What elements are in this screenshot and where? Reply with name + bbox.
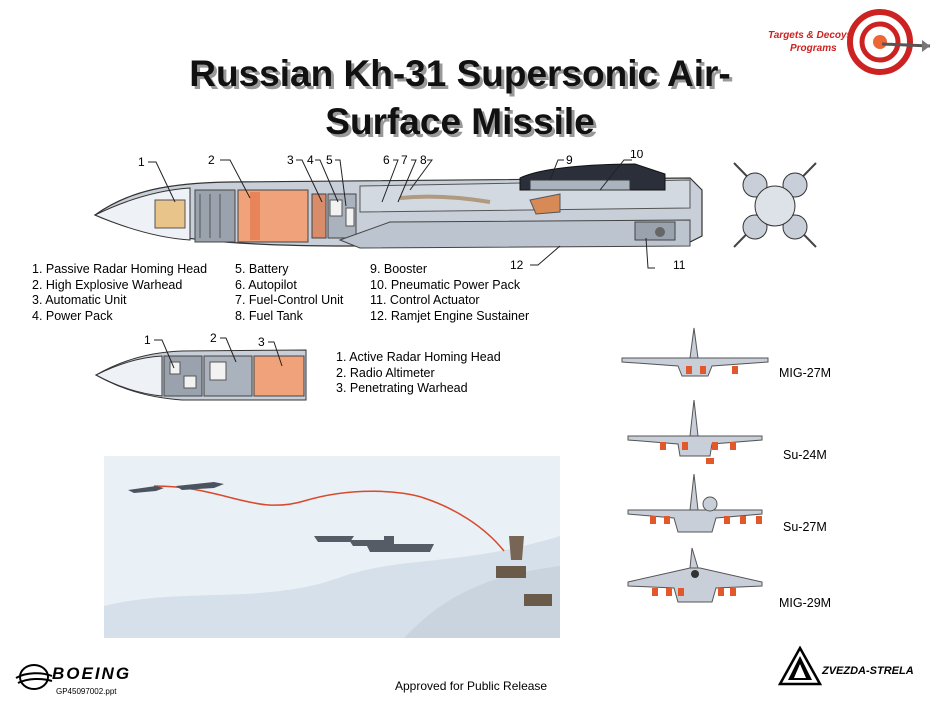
nose-callout-2: 2 — [210, 331, 217, 345]
su-24m-silhouette — [627, 399, 763, 464]
callout-11: 11 — [673, 258, 686, 270]
label-su-27m: Su-27M — [783, 520, 827, 534]
label-mig-29m: MIG-29M — [779, 596, 832, 610]
nose-section-diagram: 1 2 3 — [94, 331, 307, 401]
callout-5: 5 — [326, 153, 333, 167]
aircraft-silhouettes — [621, 327, 769, 603]
callout-8: 8 — [420, 153, 427, 167]
zvezda-wordmark: ZVEZDA-STRELA — [822, 665, 914, 677]
targets-decoys-logo: Targets & Decoys Programs — [768, 9, 931, 75]
page-title: Russian Kh-31 Supersonic Air- Surface Mi… — [150, 50, 770, 146]
logo-text-line1: Targets & Decoys — [768, 30, 853, 41]
nose-legend: 1. Active Radar Homing Head 2. Radio Alt… — [336, 350, 501, 397]
callout-2: 2 — [208, 153, 215, 167]
legend-item: 1. Passive Radar Homing Head — [32, 262, 208, 276]
missile-trajectory — [153, 485, 505, 552]
callout-7: 7 — [401, 153, 408, 167]
legend-item: 1. Active Radar Homing Head — [336, 350, 501, 364]
ground-radar-launchers — [496, 536, 552, 606]
label-mig-27m: MIG-27M — [779, 366, 832, 380]
label-su-24m: Su-24M — [783, 448, 827, 462]
attack-aircraft — [128, 482, 224, 493]
legend-item: 12. Ramjet Engine Sustainer — [370, 308, 530, 323]
seeker-electronics — [194, 189, 236, 243]
legend-item: 3. Automatic Unit — [32, 293, 127, 308]
ramjet-sustainer — [338, 219, 691, 249]
legend-item: 5. Battery — [235, 262, 289, 276]
legend-item: 9. Booster — [370, 262, 427, 276]
main-legend-col-3: 9. Booster 10. Pneumatic Power Pack 11. … — [370, 262, 529, 324]
missile-rear-view — [733, 162, 817, 248]
callout-12: 12 — [510, 258, 524, 270]
mig-27m-silhouette — [621, 327, 769, 377]
zvezda-logo-icon — [778, 646, 822, 686]
title-line-2: Surface Missile — [325, 101, 595, 142]
legend-item: 11. Control Actuator — [370, 293, 480, 308]
legend-item: 10. Pneumatic Power Pack — [370, 277, 521, 292]
callout-9: 9 — [566, 153, 573, 167]
callout-1: 1 — [138, 155, 145, 169]
boeing-wordmark: BOEING — [52, 664, 132, 683]
callout-4: 4 — [307, 153, 314, 167]
release-statement: Approved for Public Release — [395, 679, 548, 693]
main-legend-col-1: 1. Passive Radar Homing Head 2. High Exp… — [32, 262, 207, 324]
legend-item: 3. Penetrating Warhead — [336, 381, 468, 396]
legend-item: 6. Autopilot — [235, 277, 297, 292]
logo-text-line2: Programs — [790, 43, 837, 54]
main-legend-col-2: 5. Battery 6. Autopilot 7. Fuel-Control … — [235, 262, 343, 324]
warhead — [237, 189, 309, 243]
legend-item: 2. Radio Altimeter — [336, 365, 435, 380]
kh31-cutaway-diagram: 1 2 3 4 5 6 7 8 9 10 11 12 — [93, 150, 703, 270]
su-27m-silhouette — [627, 473, 763, 533]
nose-callout-1: 1 — [144, 333, 151, 347]
engagement-scene — [104, 456, 560, 638]
callout-10: 10 — [630, 150, 644, 161]
callout-6: 6 — [383, 153, 390, 167]
ship-group — [314, 536, 434, 552]
mig-29m-silhouette — [627, 547, 763, 603]
boeing-logo-icon — [15, 664, 53, 690]
document-id: GP45097002.ppt — [56, 687, 117, 696]
legend-item: 2. High Explosive Warhead — [32, 277, 183, 292]
title-line-1: Russian Kh-31 Supersonic Air- — [189, 53, 731, 94]
seeker-unit — [154, 199, 186, 229]
legend-item: 7. Fuel-Control Unit — [235, 293, 344, 308]
nose-callout-3: 3 — [258, 335, 265, 349]
legend-item: 8. Fuel Tank — [235, 308, 303, 323]
callout-3: 3 — [287, 153, 294, 167]
control-actuator — [634, 221, 676, 241]
legend-item: 4. Power Pack — [32, 308, 113, 323]
callout-leaders — [148, 159, 655, 269]
